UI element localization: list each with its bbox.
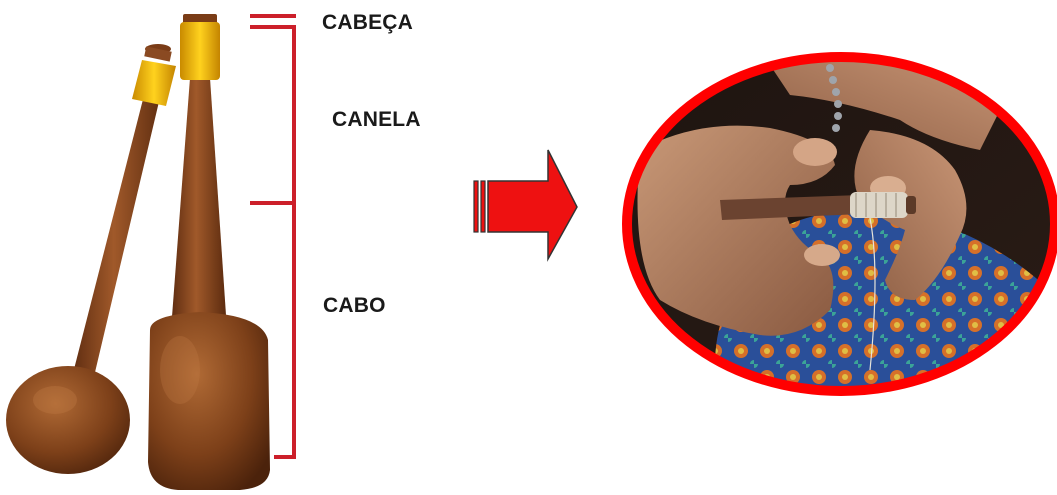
- hands-winding-bobbin-photo: [620, 50, 1057, 400]
- label-canela: CANELA: [332, 108, 421, 132]
- label-cabeca: CABEÇA: [322, 11, 413, 35]
- right-arrow-icon: [474, 150, 577, 259]
- bobbin-pair-illustration: [6, 14, 270, 490]
- label-cabo: CABO: [323, 294, 386, 318]
